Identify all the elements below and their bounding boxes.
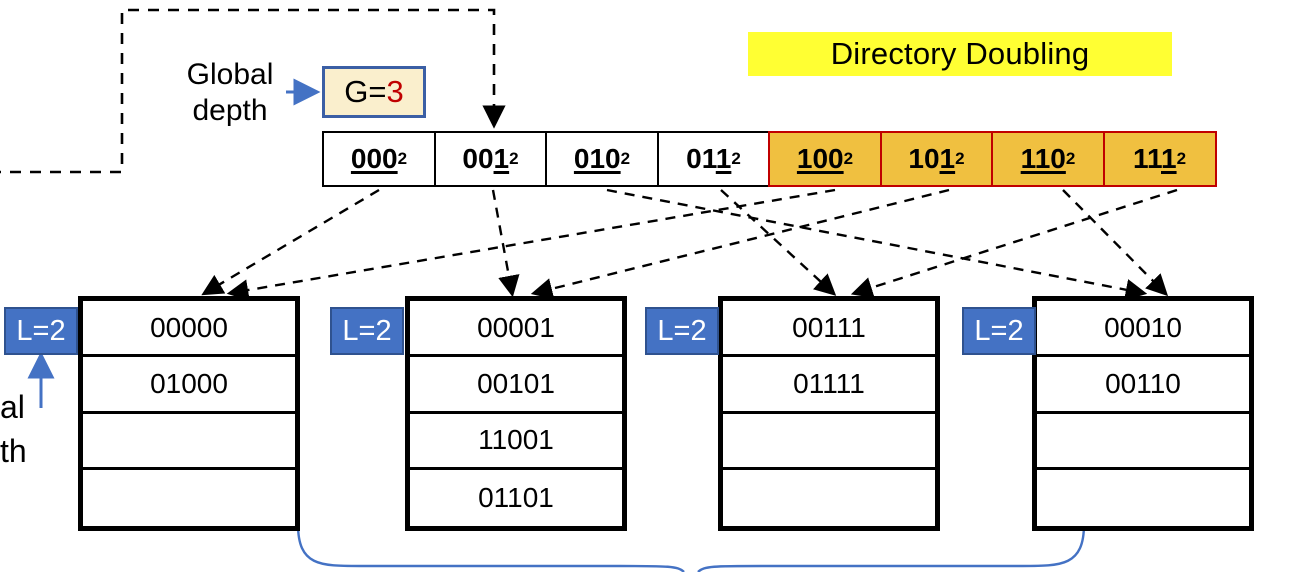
- directory-cell-bits: 111: [1132, 143, 1177, 174]
- bucket-4-slot-4[interactable]: [1037, 470, 1249, 526]
- local-depth-cropped-line2: th: [0, 433, 27, 469]
- directory-cell-bits: 100: [796, 143, 844, 174]
- bucket-2-local-depth-badge: L=2: [330, 307, 404, 355]
- global-depth-label: Global depth: [170, 57, 290, 129]
- bucket-1-slot-2[interactable]: 01000: [83, 357, 295, 414]
- global-depth-prefix: G=: [344, 74, 387, 109]
- bucket-2-slot-4[interactable]: 01101: [478, 481, 554, 513]
- directory-cell-bits: 000: [350, 143, 398, 174]
- directory-cell-subscript: 2: [1065, 149, 1076, 168]
- bucket-3-slot-1[interactable]: 00111: [723, 301, 935, 358]
- directory-cell-subscript: 2: [731, 149, 741, 168]
- bucket-4-slot-2[interactable]: 00110: [1037, 357, 1249, 414]
- global-depth-label-line2: depth: [192, 94, 268, 127]
- directory-cell-bits: 010: [573, 143, 621, 174]
- global-depth-value: 3: [386, 74, 404, 109]
- directory-cell-subscript: 2: [1176, 149, 1187, 168]
- directory-cell-bits: 101: [908, 143, 956, 174]
- directory-cell-bits: 001: [462, 143, 510, 174]
- banner-title: Directory Doubling: [830, 36, 1090, 71]
- directory-cell-subscript: 2: [620, 149, 631, 168]
- bucket-1-local-depth-badge: L=2: [4, 307, 78, 355]
- directory-cell-bits: 110: [1020, 143, 1066, 174]
- directory-cell-subscript: 2: [955, 149, 965, 168]
- bucket-3-slot-2[interactable]: 01111: [723, 357, 935, 414]
- bucket-4-slot-1[interactable]: 00010: [1037, 301, 1249, 358]
- global-depth-label-line1: Global: [186, 58, 274, 91]
- bucket-4-slot-3[interactable]: [1037, 414, 1249, 470]
- bucket-2-slot-2[interactable]: 00101: [410, 357, 622, 414]
- directory-cell-subscript: 2: [843, 149, 854, 168]
- bucket-1-slot-1[interactable]: 00000: [83, 301, 295, 358]
- directory-cell-subscript: 2: [397, 149, 408, 168]
- directory-cell-subscript: 2: [509, 149, 519, 168]
- bucket-2-slot-1[interactable]: 00001: [410, 301, 622, 358]
- bucket-1-slot-4[interactable]: [83, 470, 295, 526]
- bucket-group-brackets: [296, 523, 1086, 572]
- bucket-4-local-depth-badge: L=2: [962, 307, 1036, 355]
- title-banner: Directory Doubling: [748, 32, 1172, 76]
- bucket-3-slot-4[interactable]: [723, 470, 935, 526]
- directory-to-bucket-arrows: [201, 188, 1178, 301]
- bucket-1-slot-3[interactable]: [83, 414, 295, 470]
- bucket-3-slot-3[interactable]: [723, 414, 935, 470]
- local-depth-cropped-line1: al: [0, 389, 25, 425]
- bucket-3-local-depth-badge: L=2: [645, 307, 719, 355]
- directory-cell-bits: 011: [686, 143, 732, 174]
- global-depth-box: G=3: [322, 66, 426, 118]
- bucket-2-slot-3[interactable]: 11001: [410, 414, 622, 470]
